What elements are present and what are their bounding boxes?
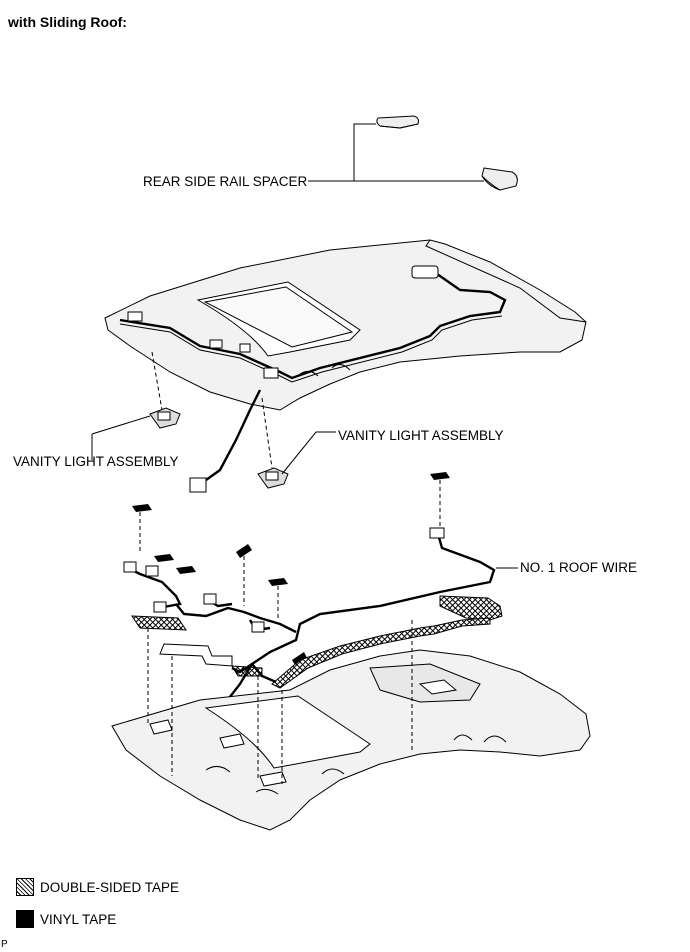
rear-side-rail-spacer-parts xyxy=(376,115,518,191)
legend-double-sided-tape-label: DOUBLE-SIDED TAPE xyxy=(40,879,180,895)
corner-mark: P xyxy=(1,939,8,950)
label-rear-side-rail-spacer: REAR SIDE RAIL SPACER xyxy=(143,174,308,189)
legend-double-sided-tape: DOUBLE-SIDED TAPE xyxy=(16,878,179,896)
rear-side-rail-spacer-leader xyxy=(308,123,484,182)
vanity-light-assembly-right xyxy=(257,467,289,489)
label-no-1-roof-wire: NO. 1 ROOF WIRE xyxy=(520,560,638,575)
vinyl-tape-pieces xyxy=(132,472,450,670)
label-vanity-light-assembly-right: VANITY LIGHT ASSEMBLY xyxy=(338,428,504,443)
vanity-light-assembly-left xyxy=(149,407,181,429)
vanity-light-leaders xyxy=(91,351,336,475)
lower-roof-headliner xyxy=(111,649,591,831)
legend-vinyl-tape: VINYL TAPE xyxy=(16,910,116,928)
alignment-dashes xyxy=(139,480,441,784)
vinyl-tape-swatch xyxy=(16,910,34,928)
legend-vinyl-tape-label: VINYL TAPE xyxy=(40,911,117,927)
upper-roof-headliner xyxy=(104,239,587,493)
page-title: with Sliding Roof: xyxy=(8,14,127,30)
label-vanity-light-assembly-left: VANITY LIGHT ASSEMBLY xyxy=(13,454,179,469)
double-sided-tape-pieces xyxy=(131,595,503,689)
double-sided-tape-swatch xyxy=(16,878,34,896)
